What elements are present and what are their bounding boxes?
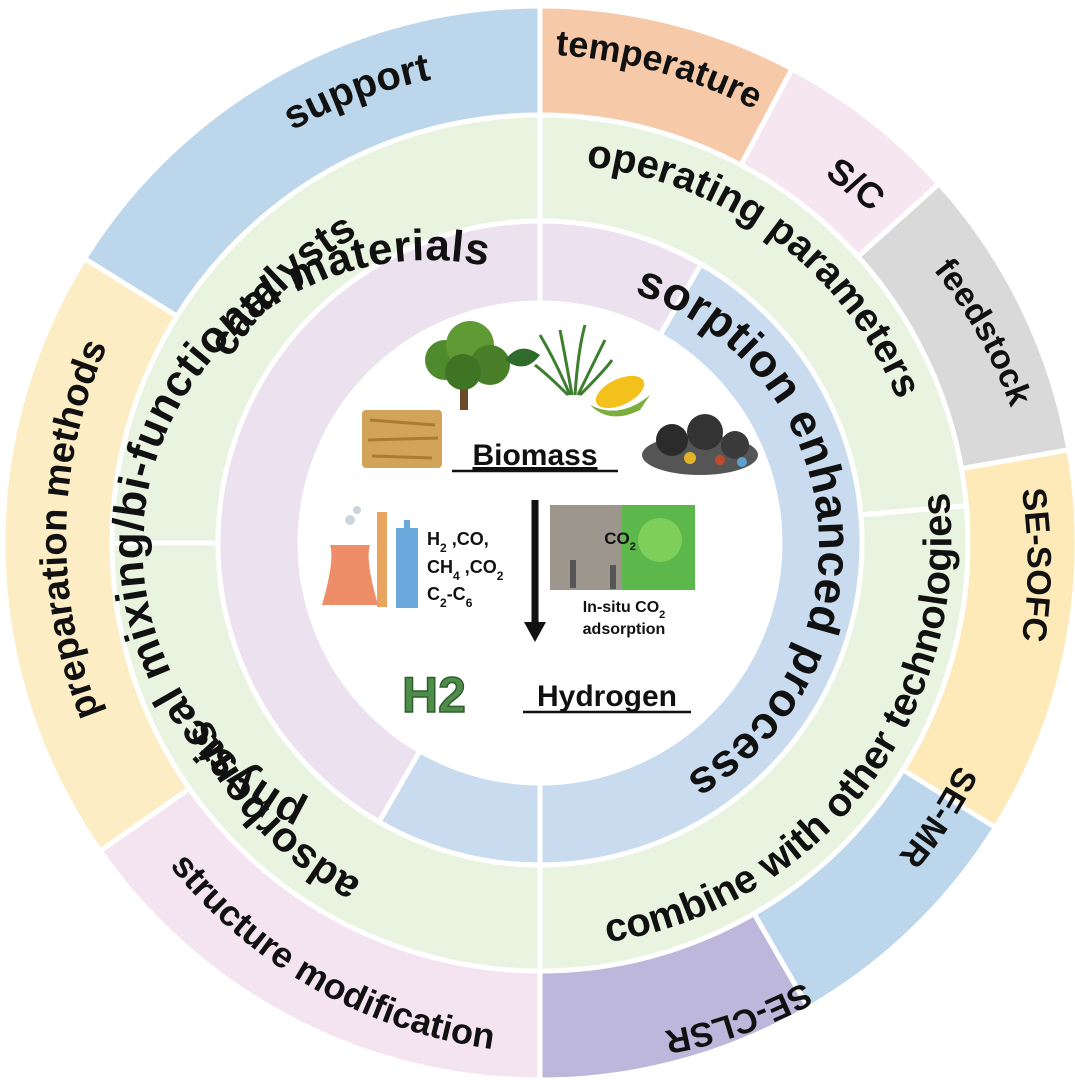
waste-pile-icon bbox=[642, 414, 758, 475]
co2-scene-text: CO2 bbox=[604, 529, 636, 553]
hydrogen-label: Hydrogen bbox=[537, 680, 677, 713]
adsorption-label: adsorption bbox=[583, 621, 666, 638]
factory-icon bbox=[322, 506, 418, 608]
gases-line-2: CH4 ,CO2 bbox=[427, 557, 504, 583]
arrow-down-icon bbox=[524, 500, 546, 642]
tree-icon bbox=[425, 321, 510, 410]
co2-capture-scene-icon: CO2 bbox=[550, 505, 695, 590]
h2-plant-logo: H2 bbox=[402, 667, 466, 723]
hay-bale-icon bbox=[362, 410, 442, 468]
grass-icon bbox=[534, 324, 614, 397]
insitu-co2-label: In-situ CO2 bbox=[583, 599, 666, 621]
corn-icon bbox=[590, 375, 650, 417]
ring-segments bbox=[0, 3, 1075, 1083]
se-sofc-label: SE-SOFC bbox=[1014, 486, 1058, 645]
biomass-label: Biomass bbox=[472, 439, 597, 472]
gases-line-1: H2 ,CO, bbox=[427, 529, 489, 555]
gases-line-3: C2-C6 bbox=[427, 584, 473, 610]
leaf-icon bbox=[505, 348, 540, 367]
